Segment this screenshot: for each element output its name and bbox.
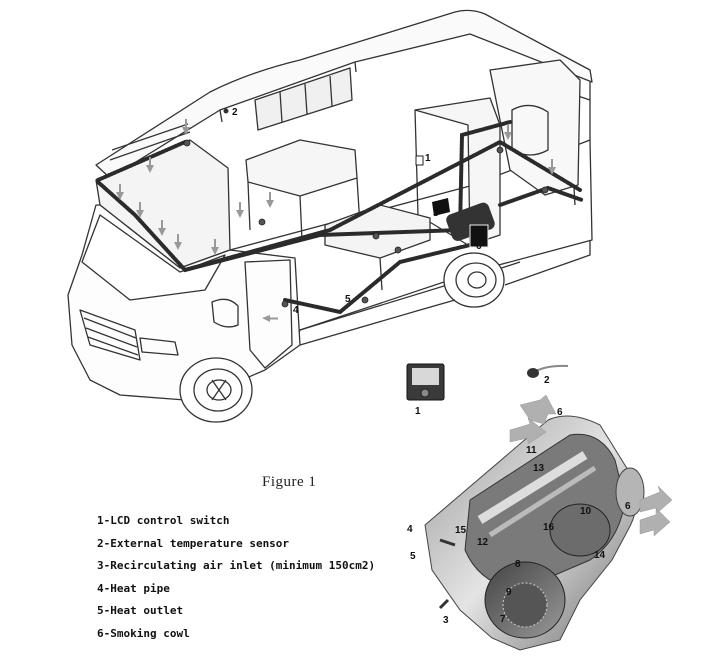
front-grille bbox=[79, 309, 141, 361]
legend-item-smoking-cowl: 6-Smoking cowl bbox=[97, 626, 190, 640]
wing-mirror bbox=[211, 298, 239, 328]
legend-item-lcd-switch: 1-LCD control switch bbox=[97, 514, 230, 527]
rear-wheel bbox=[443, 252, 505, 308]
cab-door bbox=[244, 259, 293, 369]
heater-callout-14: 14 bbox=[594, 550, 606, 561]
heater-callout-6-side: 6 bbox=[625, 501, 631, 512]
heater-callout-5: 5 bbox=[410, 551, 416, 562]
rv-callout-1: 1 bbox=[425, 153, 431, 164]
heater-callout-7: 7 bbox=[500, 614, 506, 625]
heat-outlets bbox=[183, 139, 549, 308]
heater-callout-6-top: 6 bbox=[557, 407, 563, 418]
heater-callout-3: 3 bbox=[443, 615, 449, 626]
heater-callout-16: 16 bbox=[543, 522, 555, 533]
lcd-switch-marker bbox=[415, 155, 424, 166]
rv-callout-2: 2 bbox=[232, 107, 238, 118]
sensor-marker bbox=[223, 108, 229, 114]
rv-callout-6: 6 bbox=[476, 241, 482, 252]
fan-wheel bbox=[502, 582, 548, 628]
duct-lower bbox=[283, 243, 472, 315]
motorhome-illustration bbox=[67, 9, 593, 423]
heater-callout-10: 10 bbox=[580, 506, 592, 517]
windscreen bbox=[81, 214, 226, 301]
duct-main bbox=[183, 139, 582, 272]
legend-item-heat-outlet: 5-Heat outlet bbox=[97, 604, 184, 617]
legend-item-heat-pipe: 4-Heat pipe bbox=[97, 581, 170, 595]
bathroom-unit bbox=[489, 59, 581, 196]
heat-exchanger-tube bbox=[477, 451, 588, 524]
heater-airflow-arrows bbox=[509, 394, 673, 537]
heat-duct-network bbox=[96, 120, 584, 315]
lcd-control-switch bbox=[406, 363, 445, 401]
legend-item-air-inlet: 3-Recirculating air inlet (minimum 150cm… bbox=[97, 559, 376, 572]
parts-legend: 1-LCD control switch 2-External temperat… bbox=[97, 510, 375, 645]
installed-heater bbox=[432, 198, 495, 248]
rv-callout-5: 5 bbox=[345, 294, 351, 305]
sensor-callout-2: 2 bbox=[544, 375, 550, 386]
headlight bbox=[139, 337, 179, 356]
duct-overcab bbox=[96, 140, 187, 182]
figure-caption: Figure 1 bbox=[262, 474, 317, 490]
outlet-flange bbox=[615, 467, 645, 517]
heater-callout-8: 8 bbox=[515, 559, 521, 570]
rv-callout-4: 4 bbox=[293, 305, 299, 316]
fuel-inlet bbox=[438, 598, 450, 610]
motorhome-roof bbox=[95, 9, 593, 179]
heater-callout-11: 11 bbox=[526, 445, 537, 456]
kitchen-cabinet bbox=[245, 139, 358, 197]
legend-item-temperature-sensor: 2-External temperature sensor bbox=[97, 536, 290, 550]
heater-callout-12: 12 bbox=[477, 537, 489, 548]
duct-riser bbox=[458, 120, 512, 232]
overhead-lockers bbox=[254, 67, 353, 131]
airflow-arrows bbox=[116, 119, 556, 322]
heater-cutaway bbox=[424, 415, 645, 651]
heater-callout-4: 4 bbox=[407, 524, 413, 535]
front-wheel bbox=[179, 357, 253, 423]
combustion-chamber bbox=[549, 503, 611, 557]
heater-callout-9: 9 bbox=[506, 587, 512, 598]
external-temperature-sensor bbox=[527, 364, 569, 378]
duct-rear bbox=[498, 185, 584, 207]
heater-callout-15: 15 bbox=[455, 525, 467, 536]
rv-callout-3: 3 bbox=[433, 208, 439, 219]
glow-plug bbox=[439, 538, 456, 547]
switch-callout-1: 1 bbox=[415, 406, 421, 417]
heater-callout-13: 13 bbox=[533, 463, 545, 474]
